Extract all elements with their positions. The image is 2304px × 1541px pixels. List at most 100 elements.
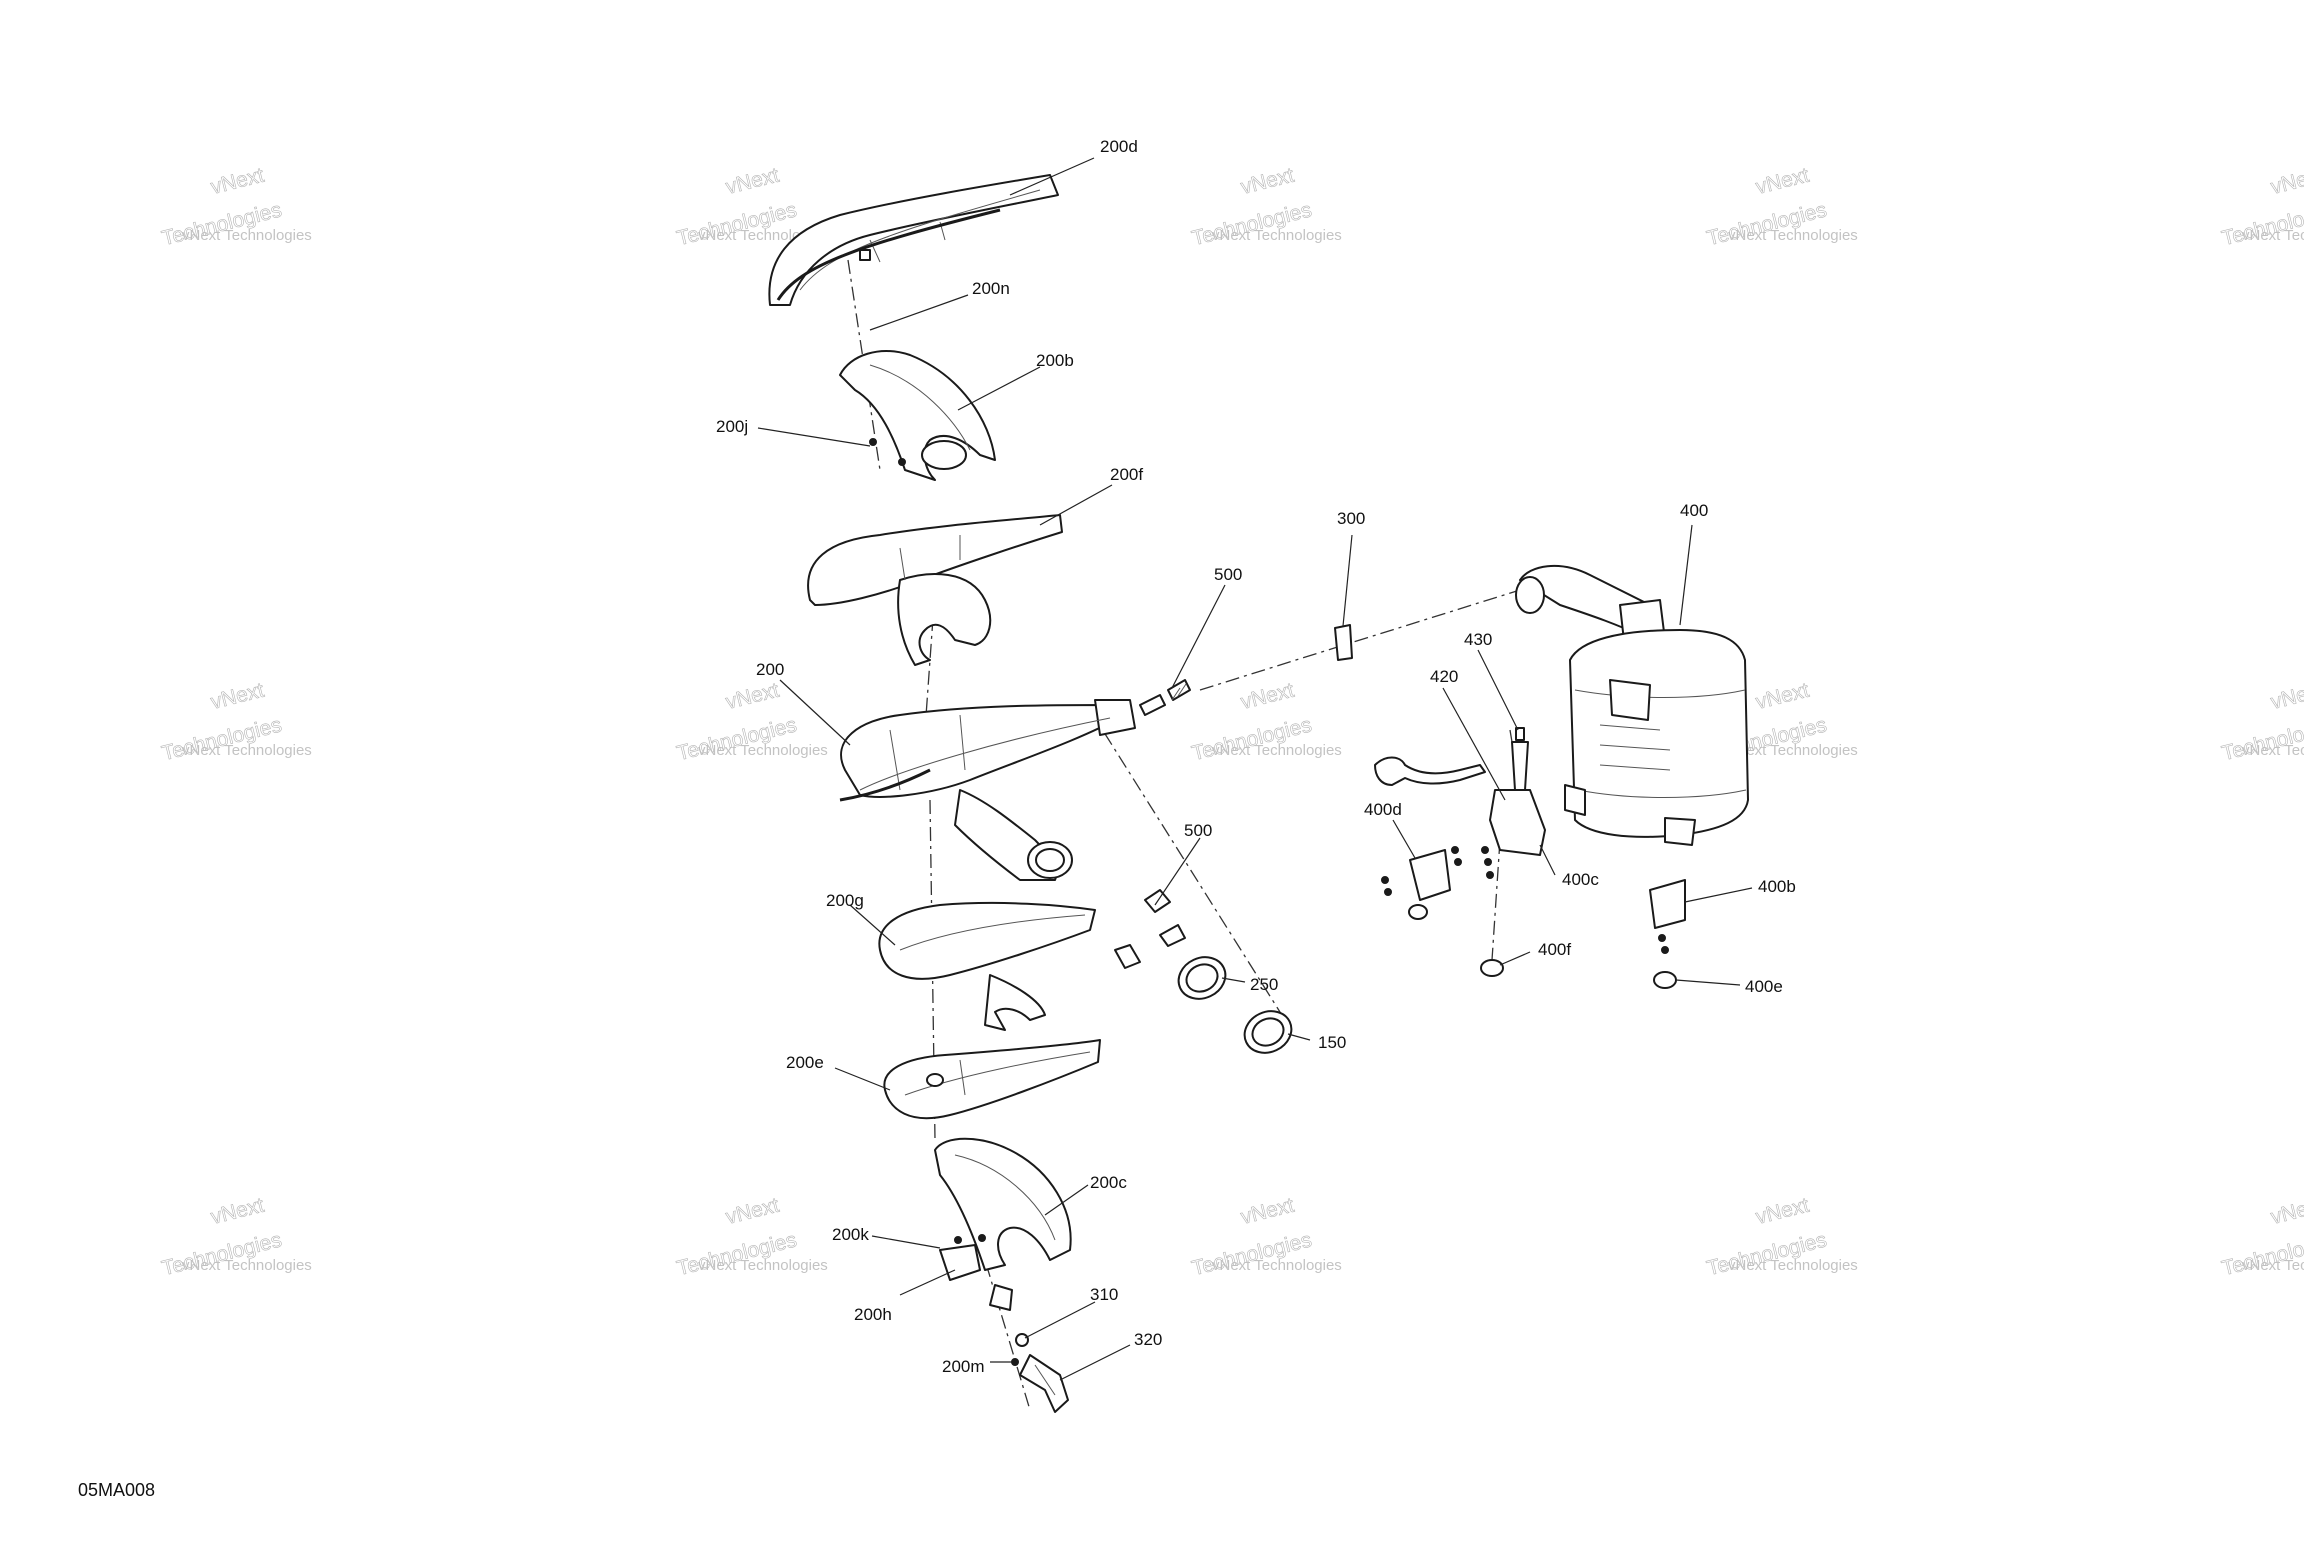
- part-430-bolt: [1511, 727, 1529, 791]
- callout-400b: 400b: [1758, 877, 1796, 896]
- callout-200k: 200k: [832, 1225, 869, 1244]
- callout-200g: 200g: [826, 891, 864, 910]
- part-200g-lower-shield: [878, 901, 1096, 1031]
- watermark-line3: vNext Technologies: [1212, 227, 1342, 244]
- part-200f-middle-shield: [807, 514, 1063, 666]
- leader-200: [779, 679, 851, 746]
- watermark-line3: vNext Technologies: [698, 1257, 828, 1274]
- fastener-200n: [859, 249, 871, 261]
- watermark-line3: vNext Technologies: [1728, 227, 1858, 244]
- part-200h-bracket: [939, 1234, 1029, 1366]
- part-250-ring: [1177, 956, 1227, 1000]
- axis-outlet-to-seals: [1089, 709, 1286, 1021]
- callout-250: 250: [1250, 975, 1278, 994]
- leader-lines: [757, 157, 1753, 1381]
- watermark-line3: vNext Technologies: [698, 742, 828, 759]
- callout-500a: 500: [1214, 565, 1242, 584]
- callout-200m: 200m: [942, 1357, 985, 1376]
- callout-150: 150: [1318, 1033, 1346, 1052]
- leader-500b: [1154, 837, 1201, 906]
- watermark-layer: vNext Technologies vNext Technologies vN…: [159, 163, 2304, 1280]
- watermark-line1: vNext: [724, 164, 782, 199]
- callout-500b: 500: [1184, 821, 1212, 840]
- callout-200c: 200c: [1090, 1173, 1127, 1192]
- watermark-line3: vNext Technologies: [1728, 742, 1858, 759]
- callout-430: 430: [1464, 630, 1492, 649]
- leader-200g: [849, 904, 896, 946]
- callout-200d: 200d: [1100, 137, 1138, 156]
- leader-400b: [1684, 887, 1753, 903]
- figure-id: 05MA008: [78, 1480, 155, 1500]
- leader-400d: [1392, 819, 1416, 859]
- leader-400: [1679, 524, 1693, 626]
- watermark-line1: vNext: [1239, 1194, 1297, 1229]
- leader-320: [1059, 1344, 1131, 1381]
- watermark-line1: vNext: [1754, 679, 1812, 714]
- watermark-line1: vNext: [2269, 679, 2304, 714]
- watermark-line1: vNext: [2269, 1194, 2304, 1229]
- watermark-line1: vNext: [1754, 1194, 1812, 1229]
- watermark-line3: vNext Technologies: [2242, 227, 2304, 244]
- leader-200c: [1044, 1184, 1089, 1216]
- callout-300: 300: [1337, 509, 1365, 528]
- callout-400e: 400e: [1745, 977, 1783, 996]
- leader-200d: [1009, 157, 1095, 196]
- leader-500a: [1171, 584, 1226, 689]
- part-200-expansion-chamber: [839, 699, 1136, 881]
- leader-200k: [871, 1235, 941, 1249]
- watermark-line3: vNext Technologies: [2242, 742, 2304, 759]
- watermark-line3: vNext Technologies: [182, 1257, 312, 1274]
- watermark-line3: vNext Technologies: [182, 742, 312, 759]
- watermark-line1: vNext: [1239, 679, 1297, 714]
- part-200b-inner-shield: [839, 350, 996, 481]
- watermark-line3: vNext Technologies: [182, 227, 312, 244]
- leader-200f: [1039, 484, 1113, 526]
- part-200e-bottom-shield: [883, 1039, 1101, 1120]
- part-150-ring: [1243, 1010, 1293, 1054]
- callout-400c: 400c: [1562, 870, 1599, 889]
- callout-200j: 200j: [716, 417, 748, 436]
- part-400f-grommet: [1480, 959, 1504, 977]
- callout-200: 200: [756, 660, 784, 679]
- watermark-line1: vNext: [209, 679, 267, 714]
- part-300-clamp: [1334, 624, 1353, 661]
- callout-200f: 200f: [1110, 465, 1143, 484]
- leader-200n: [869, 294, 969, 331]
- callout-400: 400: [1680, 501, 1708, 520]
- axis-pipe-to-muffler: [1199, 589, 1521, 691]
- callout-420: 420: [1430, 667, 1458, 686]
- part-400b-right-mount: [1649, 879, 1686, 954]
- watermark-line1: vNext: [1754, 164, 1812, 199]
- axis-bracket-to-tip: [954, 1159, 1031, 1411]
- part-400c-mount-bracket: [1481, 789, 1546, 879]
- leader-200b: [957, 366, 1041, 411]
- axis-upper-heat-shield: [847, 259, 881, 471]
- callout-200h: 200h: [854, 1305, 892, 1324]
- leader-250: [1221, 977, 1246, 983]
- part-200d-upper-heat-shield: [768, 174, 1059, 306]
- callout-200b: 200b: [1036, 351, 1074, 370]
- watermark-line1: vNext: [724, 679, 782, 714]
- leader-400f: [1499, 951, 1531, 966]
- watermark-line3: vNext Technologies: [2242, 1257, 2304, 1274]
- part-420-sensor: [1374, 756, 1486, 786]
- leader-420: [1442, 687, 1506, 801]
- axis-center-vertical: [924, 589, 936, 731]
- leader-310: [1024, 1301, 1096, 1339]
- watermark-line1: vNext: [724, 1194, 782, 1229]
- part-320-tail-pipe: [1019, 1354, 1069, 1413]
- watermark-line1: vNext: [209, 164, 267, 199]
- part-400d-mount: [1381, 846, 1462, 920]
- leader-200e: [834, 1067, 891, 1091]
- callout-310: 310: [1090, 1285, 1118, 1304]
- watermark-line1: vNext: [1239, 164, 1297, 199]
- callout-200n: 200n: [972, 279, 1010, 298]
- callout-320: 320: [1134, 1330, 1162, 1349]
- leader-400c: [1539, 844, 1556, 876]
- leader-150: [1287, 1033, 1311, 1041]
- leader-430: [1477, 649, 1519, 731]
- watermark-line1: vNext: [2269, 164, 2304, 199]
- leader-200h: [899, 1269, 956, 1296]
